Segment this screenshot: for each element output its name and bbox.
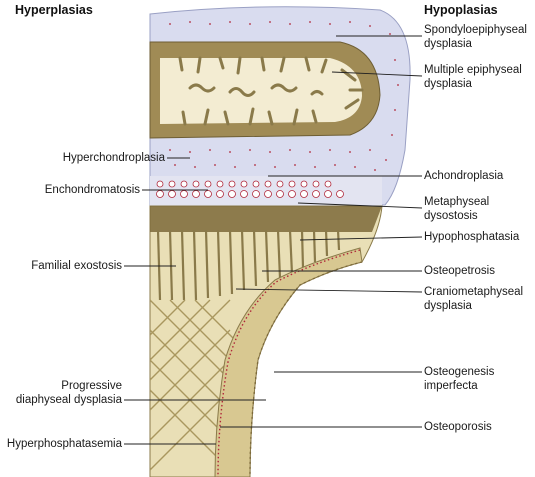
label-line: Metaphyseal bbox=[424, 196, 490, 208]
label-spondyloepiphyseal-dysplasia: Spondyloepiphyseal dysplasia bbox=[424, 23, 527, 51]
label-line: dysostosis bbox=[424, 210, 478, 222]
metaphyseal-trabeculae bbox=[156, 229, 341, 301]
label-line: Osteogenesis bbox=[424, 366, 495, 378]
label-line: imperfecta bbox=[424, 380, 478, 392]
header-hyperplasias: Hyperplasias bbox=[15, 3, 93, 17]
label-hyperphosphatasemia: Hyperphosphatasemia bbox=[7, 437, 122, 451]
cartilage-cells bbox=[169, 21, 399, 171]
epiphysis-trabeculae bbox=[178, 56, 364, 126]
label-achondroplasia: Achondroplasia bbox=[424, 169, 503, 183]
label-osteogenesis-imperfecta: Osteogenesis imperfecta bbox=[424, 365, 494, 393]
label-line: Progressive bbox=[61, 380, 122, 392]
label-line: dysplasia bbox=[424, 300, 472, 312]
label-metaphyseal-dysostosis: Metaphyseal dysostosis bbox=[424, 195, 489, 223]
label-line: Osteopetrosis bbox=[424, 265, 495, 277]
header-hypoplasias: Hypoplasias bbox=[424, 3, 498, 17]
label-line: Enchondromatosis bbox=[44, 184, 140, 196]
label-craniometaphyseal-dysplasia: Craniometaphyseal dysplasia bbox=[424, 285, 523, 313]
label-line: Multiple epiphyseal bbox=[424, 64, 522, 76]
label-progressive-diaphyseal-dysplasia: Progressive diaphyseal dysplasia bbox=[16, 379, 122, 407]
leader-lines bbox=[124, 35, 423, 445]
label-multiple-epiphyseal-dysplasia: Multiple epiphyseal dysplasia bbox=[424, 63, 522, 91]
label-hyperchondroplasia: Hyperchondroplasia bbox=[63, 151, 165, 165]
label-line: Hyperphosphatasemia bbox=[6, 438, 122, 450]
label-line: Spondyloepiphyseal bbox=[424, 24, 527, 36]
label-hypophosphatasia: Hypophosphatasia bbox=[424, 230, 519, 244]
label-line: Osteoporosis bbox=[424, 421, 492, 433]
label-line: Hypophosphatasia bbox=[424, 231, 520, 243]
label-osteoporosis: Osteoporosis bbox=[424, 420, 492, 434]
outer-periosteum bbox=[249, 261, 363, 477]
periosteum bbox=[217, 249, 361, 477]
label-enchondromatosis: Enchondromatosis bbox=[45, 183, 140, 197]
label-line: Achondroplasia bbox=[424, 170, 504, 182]
label-line: diaphyseal dysplasia bbox=[15, 394, 122, 406]
epiphysis-marrow bbox=[160, 58, 362, 124]
label-osteopetrosis: Osteopetrosis bbox=[424, 264, 495, 278]
label-line: Familial exostosis bbox=[31, 260, 122, 272]
label-familial-exostosis: Familial exostosis bbox=[31, 259, 122, 273]
label-line: dysplasia bbox=[424, 78, 472, 90]
hypertrophic-zone bbox=[150, 176, 382, 206]
label-line: Hyperchondroplasia bbox=[62, 152, 165, 164]
label-line: Craniometaphyseal bbox=[424, 286, 524, 298]
primary-spongiosa bbox=[150, 206, 382, 232]
label-line: dysplasia bbox=[424, 38, 472, 50]
